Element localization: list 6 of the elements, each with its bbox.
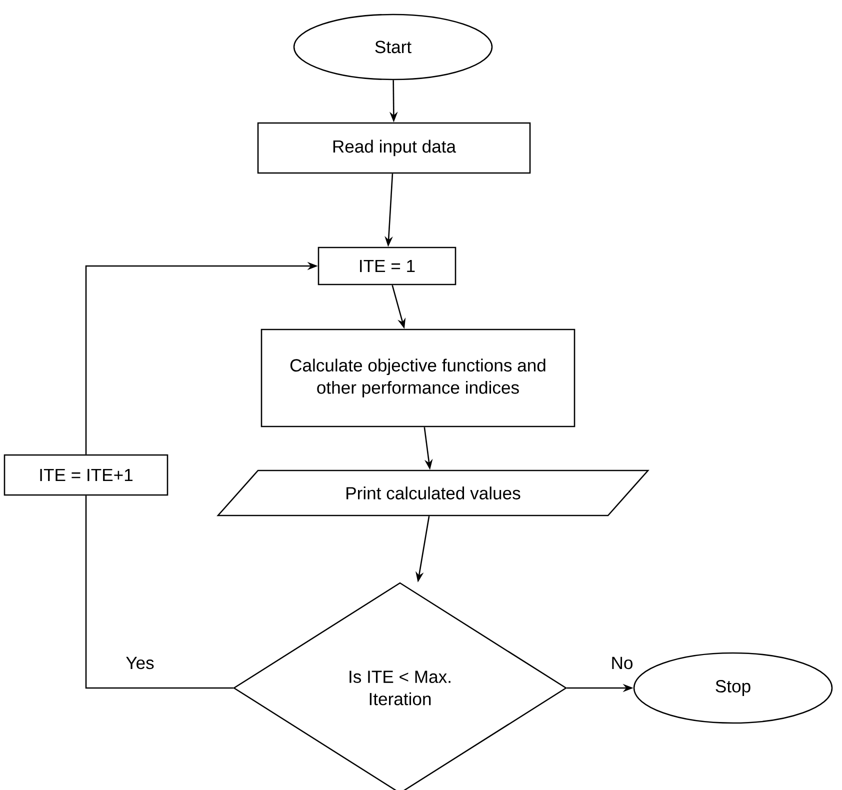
edge-label: No [608,654,636,672]
process-box: ITE = ITE+1 [4,454,168,496]
process-box: Calculate objective functions and other performance indices [260,328,576,428]
edge-label: Yes [123,654,157,672]
process-box: ITE = 1 [318,246,456,286]
process-box: Read input data [257,122,531,174]
